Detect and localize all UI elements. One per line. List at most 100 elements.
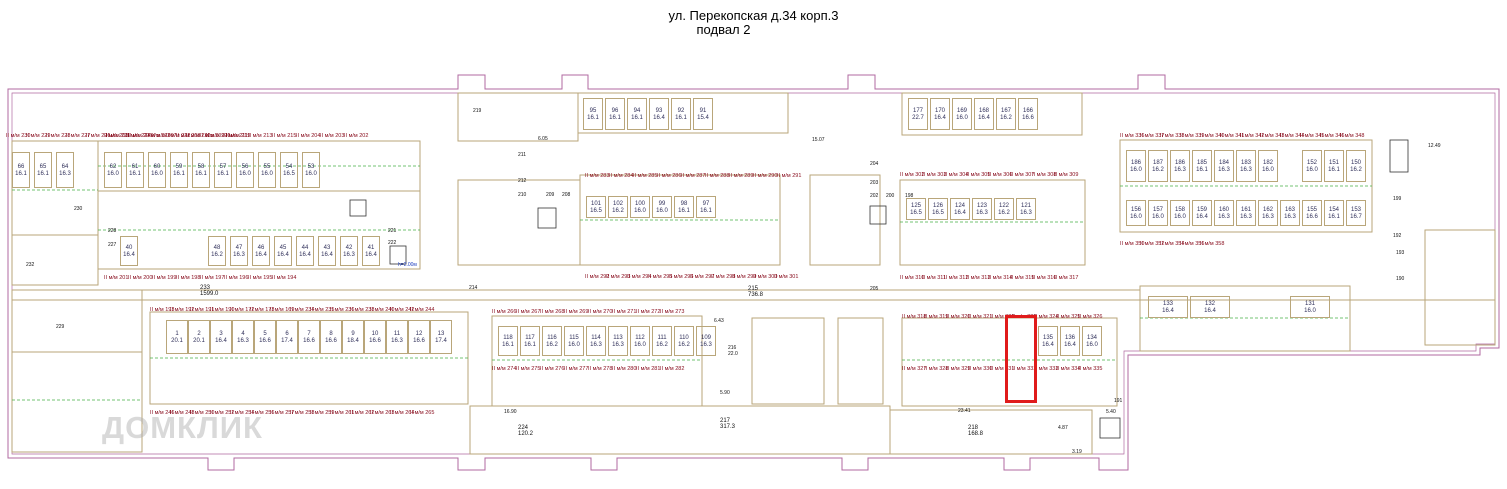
room-area: 16.2 xyxy=(678,342,690,348)
highlighted-unit[interactable] xyxy=(1005,315,1037,403)
parking-label: II м/м 303 xyxy=(922,172,947,178)
room-number: 12 xyxy=(415,331,423,337)
